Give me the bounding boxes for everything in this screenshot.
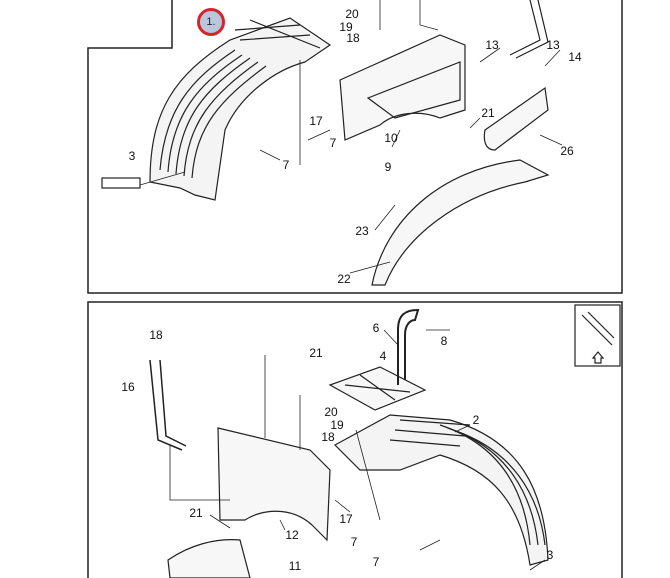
callout[interactable]: 21	[309, 346, 323, 360]
callout[interactable]: 18	[346, 31, 360, 45]
callout[interactable]: 14	[568, 50, 582, 64]
callout[interactable]: 19	[339, 20, 353, 34]
callout[interactable]: 18	[149, 328, 163, 342]
orientation-inset	[574, 304, 621, 367]
arch-trim-bottom	[167, 539, 251, 578]
callout[interactable]: 7	[350, 535, 358, 549]
rear-fender-top	[149, 17, 332, 201]
callout[interactable]: 6	[372, 321, 380, 335]
callout[interactable]: 22	[337, 272, 351, 286]
callout[interactable]: 13	[485, 38, 499, 52]
callout[interactable]: 17	[309, 114, 323, 128]
callout[interactable]: 2	[472, 413, 480, 427]
mounting-plate-4	[328, 366, 427, 411]
callout[interactable]: 21	[481, 106, 495, 120]
callout[interactable]: 21	[189, 506, 203, 520]
callout[interactable]: 11	[288, 559, 302, 573]
leader-lines-top	[139, 0, 563, 274]
callout[interactable]: 3	[546, 548, 554, 562]
bottom-panel-frame	[87, 301, 623, 578]
side-panel-top	[339, 34, 466, 141]
bracket-16	[149, 359, 187, 451]
callout[interactable]: 16	[121, 380, 135, 394]
callout[interactable]: 7	[282, 158, 290, 172]
callout[interactable]: 20	[345, 7, 359, 21]
wheel-arch-trim-22	[371, 159, 550, 286]
callout[interactable]: 20	[324, 405, 338, 419]
callout[interactable]: 18	[321, 430, 335, 444]
callout[interactable]: 3	[128, 149, 136, 163]
callout[interactable]: 13	[546, 38, 560, 52]
callout[interactable]: 17	[339, 512, 353, 526]
rear-fender-bottom	[334, 414, 549, 566]
bracket-top	[101, 0, 549, 189]
callout[interactable]: 7	[372, 555, 380, 569]
selected-callout-1[interactable]: 1.	[197, 8, 225, 36]
top-panel-frame	[87, 0, 623, 294]
callout[interactable]: 23	[355, 224, 369, 238]
callout[interactable]: 4	[379, 349, 387, 363]
leader-lines-bottom	[169, 329, 546, 571]
callout[interactable]: 19	[330, 418, 344, 432]
callout[interactable]: 7	[329, 136, 337, 150]
side-panel-bottom	[217, 427, 331, 542]
callout[interactable]: 8	[440, 334, 448, 348]
callout[interactable]: 12	[285, 528, 299, 542]
callout[interactable]: 9	[384, 160, 392, 174]
callout[interactable]: 10	[384, 131, 398, 145]
handle-6	[397, 308, 420, 385]
callout[interactable]: 26	[560, 144, 574, 158]
trim-strip-26	[483, 86, 549, 151]
